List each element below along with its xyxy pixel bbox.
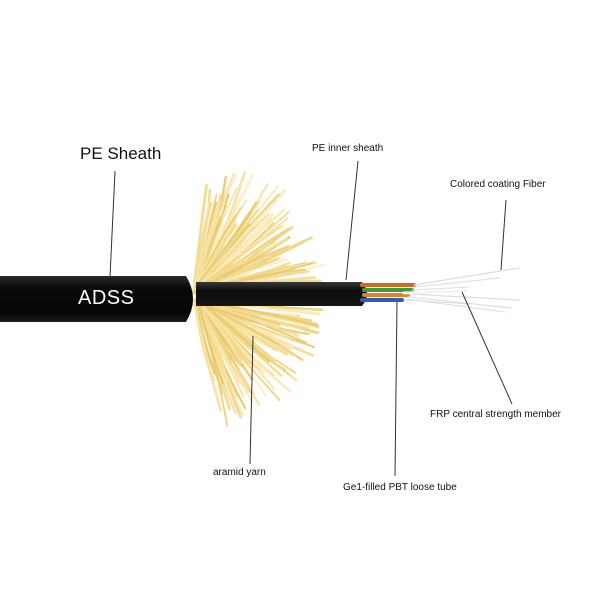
pe-inner-sheath <box>196 282 367 306</box>
loose-tube-4 <box>360 298 404 302</box>
leader-pe-sheath <box>109 170 116 278</box>
loose-tubes <box>360 283 416 302</box>
fiber-strand <box>407 296 513 309</box>
loose-tube-3 <box>362 293 410 297</box>
aramid-strand <box>197 300 243 364</box>
loose-tube-2 <box>362 288 414 292</box>
cable-print-adss: ADSS <box>78 287 135 309</box>
aramid-strand <box>194 298 304 362</box>
leader-aramid-yarn <box>249 335 254 465</box>
aramid-strand <box>197 301 229 427</box>
label-pe-sheath: PE Sheath <box>80 144 162 163</box>
leader-loose-tube <box>394 301 398 477</box>
fiber-strand <box>411 286 471 291</box>
frp-central-strength-member <box>402 289 468 295</box>
fiber-strand <box>403 299 471 305</box>
leader-pe-inner-sheath <box>345 160 359 281</box>
aramid-strand <box>192 301 223 412</box>
label-frp-central-strength-member: FRP central strength member <box>430 409 561 420</box>
leader-frp-member <box>461 291 513 405</box>
fiber-strand <box>413 267 520 286</box>
label-pe-inner-sheath: PE inner sheath <box>312 143 384 154</box>
leader-colored-coating-fiber <box>500 199 507 271</box>
leader-lines <box>109 160 513 477</box>
fiber-strand <box>413 277 501 288</box>
pe-outer-sheath <box>0 276 193 322</box>
label-loose-tube: Ge1-filled PBT loose tube <box>343 482 457 493</box>
aramid-yarn-lower-fan <box>191 298 324 427</box>
colored-coating-fibers <box>403 267 520 313</box>
aramid-strand <box>193 173 237 293</box>
aramid-yarn-upper-fan <box>191 171 327 296</box>
loose-tube-1 <box>360 283 416 287</box>
label-aramid-yarn: aramid yarn <box>213 467 266 478</box>
label-colored-coating-fiber: Colored coating Fiber <box>450 179 546 190</box>
